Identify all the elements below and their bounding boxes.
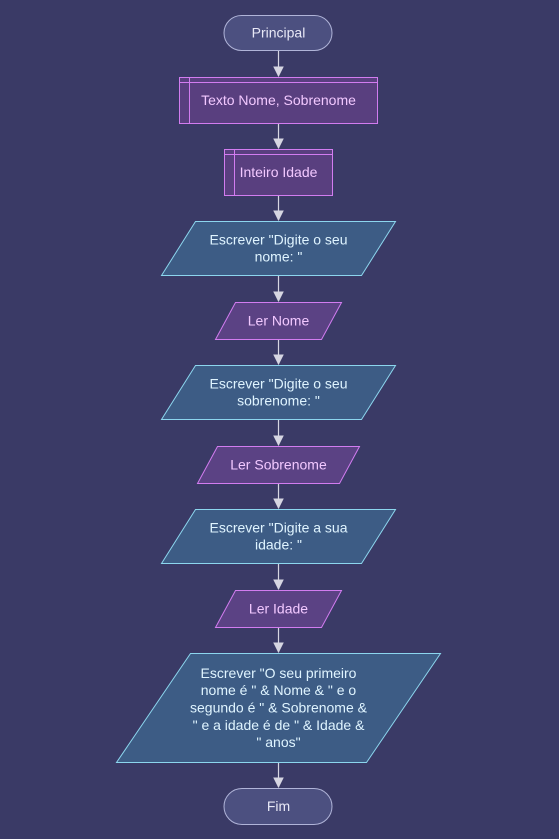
input-shape <box>196 446 361 484</box>
node-end: Fim <box>223 788 333 825</box>
node-output-sobrenome: Escrever "Digite o seu sobrenome: " <box>160 365 397 420</box>
node-declare-inteiro: Inteiro Idade <box>224 149 333 196</box>
node-label-line: Ler Sobrenome <box>230 457 327 473</box>
node-input-sobrenome: Ler Sobrenome <box>196 446 361 484</box>
declare-shape <box>179 77 378 124</box>
output-shape <box>115 653 442 763</box>
node-input-idade: Ler Idade <box>214 590 343 628</box>
node-label-line: Escrever "Digite o seu <box>209 231 347 247</box>
terminal-shape <box>223 15 333 51</box>
node-declare-texto: Texto Nome, Sobrenome <box>179 77 378 124</box>
node-input-nome: Ler Nome <box>214 302 343 340</box>
node-label-line: Ler Nome <box>248 313 310 329</box>
node-label-line: idade: " <box>255 537 302 553</box>
node-label-line: " e a idade é de " & Idade & <box>193 717 366 733</box>
node-label-line: Fim <box>267 798 290 814</box>
node-label-line: Texto Nome, Sobrenome <box>201 92 356 108</box>
declare-shape <box>224 149 333 196</box>
node-label-line: Principal <box>252 25 306 41</box>
node-label-line: nome é " & Nome & " e o <box>201 682 357 698</box>
input-shape <box>214 590 343 628</box>
node-label-line: Escrever "Digite o seu <box>209 375 347 391</box>
terminal-shape <box>223 788 333 825</box>
node-output-idade: Escrever "Digite a sua idade: " <box>160 509 397 564</box>
node-label-line: nome: " <box>255 249 303 265</box>
node-label-line: segundo é " & Sobrenome & <box>190 700 368 716</box>
node-label-line: Ler Idade <box>249 601 308 617</box>
node-start: Principal <box>223 15 333 51</box>
input-shape <box>214 302 343 340</box>
node-output-nome: Escrever "Digite o seu nome: " <box>160 221 397 276</box>
node-label-line: sobrenome: " <box>237 393 320 409</box>
output-shape <box>160 365 397 420</box>
node-label-line: Inteiro Idade <box>240 164 318 180</box>
node-label-line: " anos" <box>256 734 300 750</box>
node-label-line: Escrever "Digite a sua <box>209 519 347 535</box>
output-shape <box>160 509 397 564</box>
node-label-line: Escrever "O seu primeiro <box>201 665 357 681</box>
output-shape <box>160 221 397 276</box>
